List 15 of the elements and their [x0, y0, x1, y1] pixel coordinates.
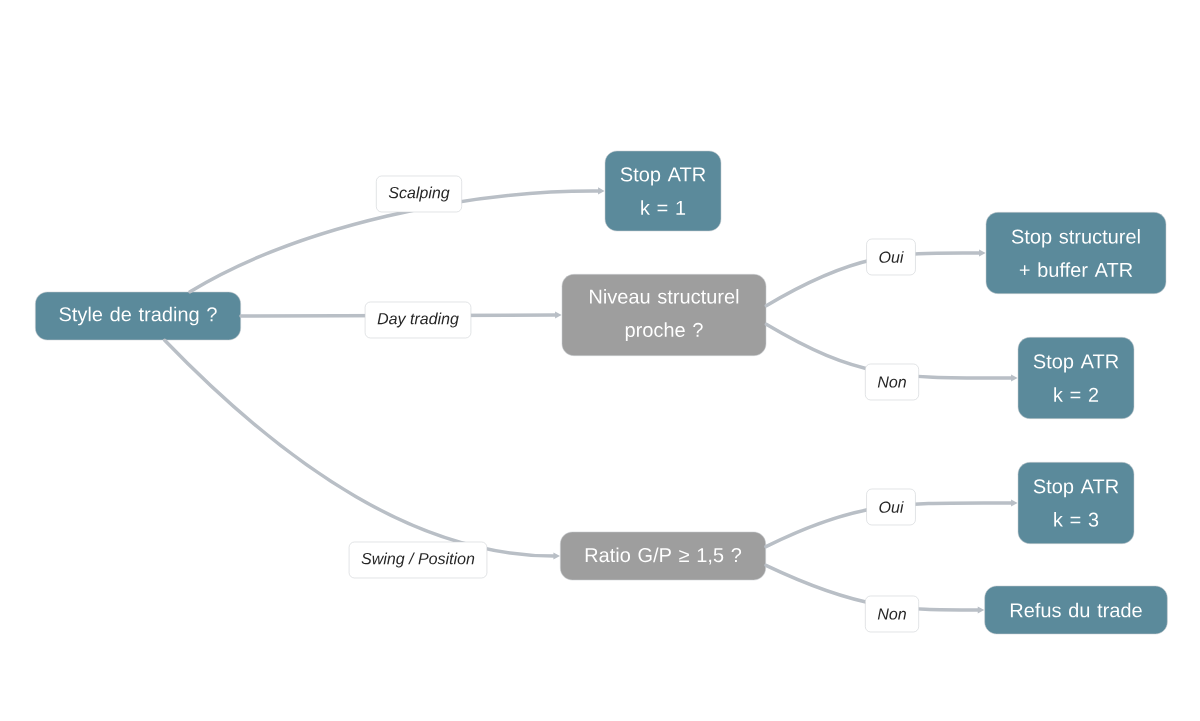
result-box: Stop ATR k = 2 [1017, 337, 1135, 419]
result-box: Stop structurel + buffer ATR [985, 212, 1167, 294]
edge-label: Non [865, 363, 919, 401]
decision-box: Ratio G/P ≥ 1,5 ? [560, 531, 766, 581]
edge-label: Oui [866, 238, 916, 276]
result-box: Stop ATR k = 3 [1017, 462, 1135, 544]
decision-box: Niveau structurel proche ? [561, 274, 767, 356]
edge-label: Swing / Position [348, 541, 488, 579]
edge-label: Scalping [376, 175, 462, 213]
edge-label: Non [865, 595, 919, 633]
result-box: Stop ATR k = 1 [604, 150, 722, 232]
edge-label: Day trading [364, 301, 472, 339]
result-box: Refus du trade [984, 585, 1168, 635]
edge-label: Oui [866, 488, 916, 526]
question-box: Style de trading ? [35, 291, 241, 341]
